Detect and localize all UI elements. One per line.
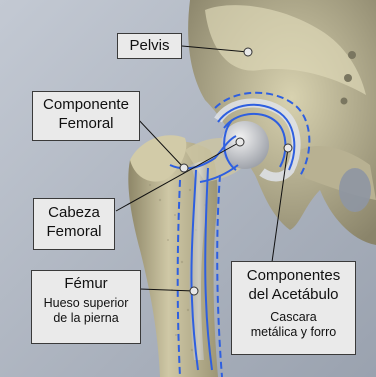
label-componentes-acetabulo: Componentes del Acetábulo Cascara metáli… [231,261,356,355]
label-femur-title: Fémur [32,275,140,294]
label-femur-subtitle-line1: Hueso superior [32,296,140,312]
sacral-foramen-1 [348,51,356,59]
label-cabeza-femoral-line1: Cabeza [34,204,114,223]
label-componente-femoral: Componente Femoral [32,91,140,141]
sacral-foramen-3 [341,98,348,105]
label-acetabulo-subtitle-line2: metálica y forro [232,325,355,341]
label-pelvis: Pelvis [117,33,182,59]
label-acetabulo-title-line1: Componentes [232,267,355,286]
sacral-foramen-2 [344,74,352,82]
label-componente-femoral-line1: Componente [33,96,139,115]
label-componente-femoral-line2: Femoral [33,115,139,134]
obturator-foramen [339,168,371,212]
label-pelvis-text: Pelvis [118,37,181,56]
label-femur-subtitle-line2: de la pierna [32,311,140,327]
label-cabeza-femoral-line2: Femoral [34,223,114,242]
label-femur: Fémur Hueso superior de la pierna [31,270,141,344]
label-acetabulo-title-line2: del Acetábulo [232,286,355,305]
label-cabeza-femoral: Cabeza Femoral [33,198,115,250]
label-acetabulo-subtitle-line1: Cascara [232,310,355,326]
